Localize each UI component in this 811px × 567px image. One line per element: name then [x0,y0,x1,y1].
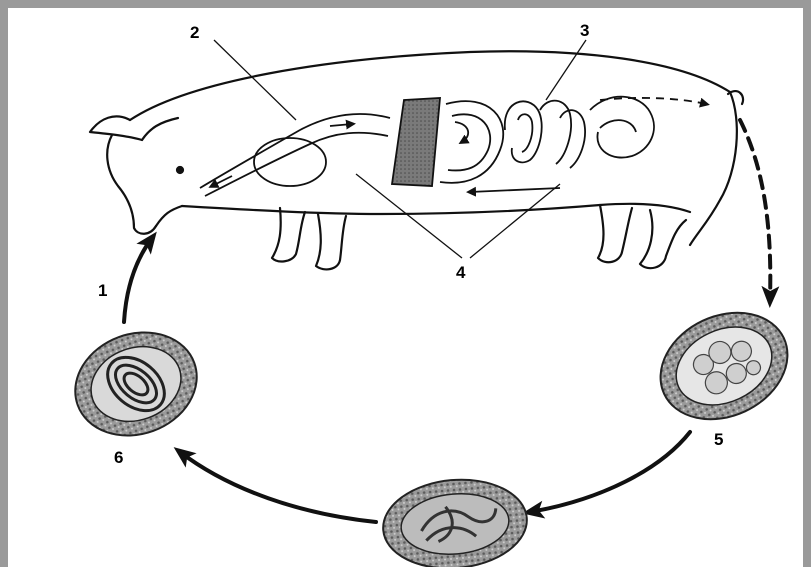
arrow-to-egg-bottom [530,432,690,512]
egg-developing [379,474,530,567]
arrow-to-egg-6 [180,452,376,522]
egg-5-unembryonated [643,293,805,439]
label-4: 4 [456,263,466,282]
arrow-to-egg-5 [740,120,770,300]
label-3: 3 [580,21,589,40]
label-2: 2 [190,23,199,42]
arrow-to-pig [124,238,152,322]
egg-6-embryonated [61,316,212,452]
label-5: 5 [714,430,723,449]
cycle-arrows [124,120,770,522]
pig-organs [200,97,706,196]
label-6: 6 [114,448,123,467]
label-1: 1 [98,281,107,300]
